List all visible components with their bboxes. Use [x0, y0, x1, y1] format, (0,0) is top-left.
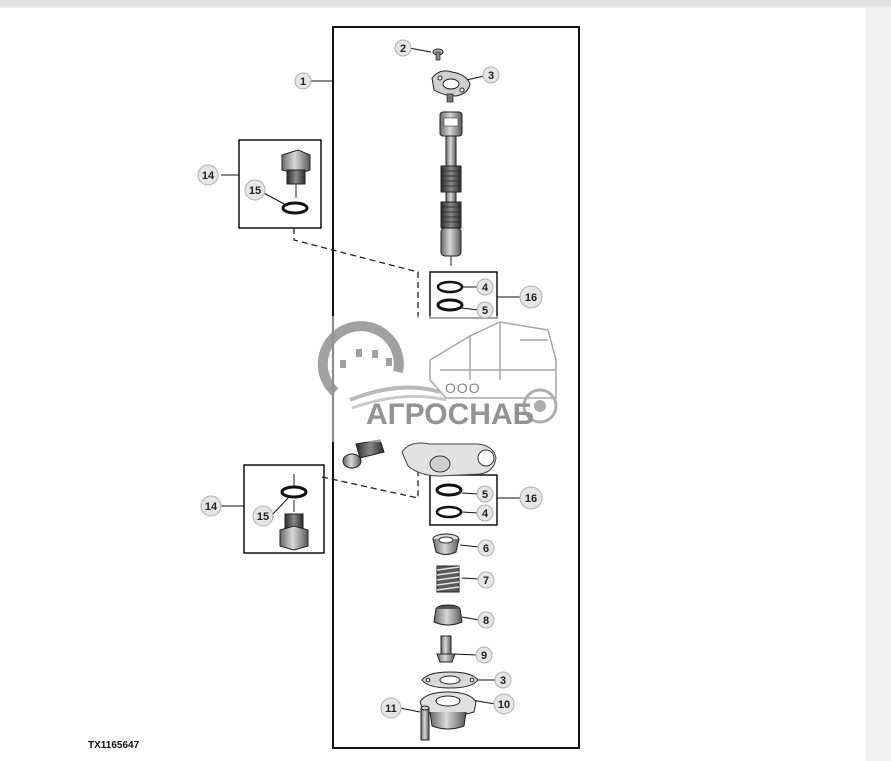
- callout-8: 8: [477, 611, 495, 629]
- part-6-cap: [432, 533, 460, 555]
- part-4-seal-lower: [435, 505, 463, 519]
- callout-9: 9: [475, 646, 493, 664]
- callout-10-label: 10: [498, 699, 510, 711]
- dashed-connector-upper: [293, 228, 419, 318]
- part-3-gasket-upper: [431, 70, 471, 103]
- watermark-logo: ООО АГРОСНАБ: [317, 316, 578, 442]
- part-8-seat: [433, 604, 463, 626]
- part-14-plug-upper: [281, 149, 311, 198]
- callout-2: 2: [394, 39, 412, 57]
- callout-4a-label: 4: [482, 282, 489, 294]
- part-5-ring-lower: [435, 483, 463, 497]
- callout-14-lower: 14: [200, 495, 222, 517]
- callout-14a-label: 14: [202, 170, 215, 182]
- part-15-ring-upper: [281, 201, 309, 215]
- watermark-prefix: ООО: [445, 380, 481, 396]
- part-1-spool: [439, 111, 463, 266]
- part-14-plug-lower: [279, 513, 309, 551]
- callout-3a-label: 3: [488, 70, 494, 82]
- part-7-spring: [436, 565, 460, 593]
- callout-5a-label: 5: [482, 305, 488, 317]
- callout-9-label: 9: [481, 650, 487, 662]
- callout-1-label: 1: [300, 76, 306, 88]
- callout-16a-label: 16: [525, 292, 537, 304]
- callout-14b-label: 14: [205, 501, 218, 513]
- watermark-brand: АГРОСНАБ: [366, 398, 534, 431]
- callout-15a-label: 15: [249, 185, 261, 197]
- callout-4-lower: 4: [476, 504, 494, 522]
- callout-1: 1: [294, 72, 312, 90]
- callout-16-upper: 16: [519, 285, 543, 309]
- part-15-ring-lower: [280, 474, 308, 512]
- callout-3b-label: 3: [500, 675, 506, 687]
- part-3-gasket-lower: [421, 671, 479, 689]
- callout-16b-label: 16: [525, 493, 537, 505]
- callout-7-label: 7: [483, 575, 489, 587]
- callout-14-upper: 14: [197, 164, 219, 186]
- callout-15-lower: 15: [252, 505, 274, 527]
- leader-lines: [221, 47, 521, 713]
- valve-housing: [342, 439, 497, 477]
- part-5-ring-upper: [436, 298, 464, 312]
- part-4-seal-upper: [436, 280, 464, 294]
- callout-5-upper: 5: [476, 301, 494, 319]
- callout-15-upper: 15: [244, 179, 266, 201]
- part-10-end-cap: [419, 691, 477, 730]
- top-bar: [0, 0, 891, 6]
- callout-6: 6: [477, 539, 495, 557]
- part-9-stem: [436, 635, 456, 663]
- callout-4b-label: 4: [482, 508, 489, 520]
- callout-16-lower: 16: [519, 486, 543, 510]
- callout-6-label: 6: [483, 543, 489, 555]
- callout-8-label: 8: [483, 615, 489, 627]
- callout-5-lower: 5: [476, 485, 494, 503]
- part-2-pin: [432, 48, 444, 61]
- callout-10: 10: [493, 693, 515, 715]
- part-11-bolt: [420, 705, 430, 741]
- callout-3-lower: 3: [494, 671, 512, 689]
- callout-5b-label: 5: [482, 489, 488, 501]
- callout-11: 11: [380, 697, 402, 719]
- figure-id: TX1165647: [88, 740, 140, 751]
- callout-11-label: 11: [385, 703, 397, 715]
- callout-3-upper: 3: [482, 66, 500, 84]
- callout-7: 7: [477, 571, 495, 589]
- callout-15b-label: 15: [257, 511, 269, 523]
- page-margin: [866, 8, 891, 761]
- callout-2-label: 2: [400, 43, 406, 55]
- callout-4-upper: 4: [476, 278, 494, 296]
